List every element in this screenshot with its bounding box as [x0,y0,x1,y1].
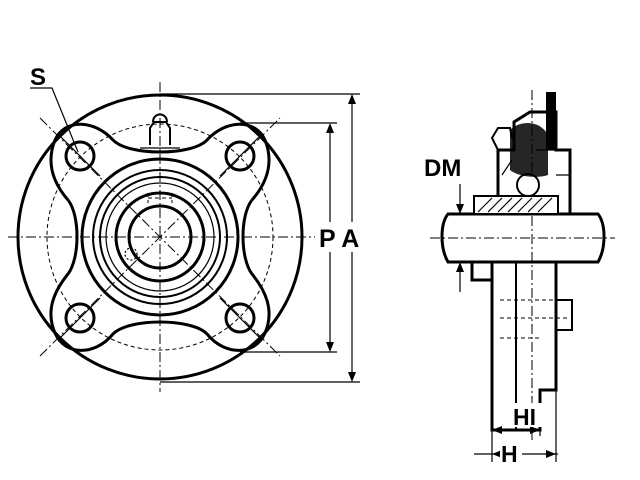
p-arrow-top [326,123,334,133]
bolt-hole-top-left [59,135,101,177]
grease-nipple-side-icon [490,127,513,176]
a-arrow-bottom [348,372,356,382]
side-view: DM HI H [424,90,615,467]
pa-label-backdrop [318,222,370,252]
h-label-backdrop [500,440,522,466]
pa-label: P A [319,225,359,253]
hi-label-backdrop [512,403,548,427]
bolt-hole-bottom-right [219,297,261,339]
h-label: H [501,441,518,467]
s-leader-line [30,87,79,153]
shaft-outline [440,212,606,264]
hi-arrow-right [530,426,540,434]
a-arrow-top [348,94,356,104]
hi-arrow-left [492,426,502,434]
dm-arrow-bottom [456,262,464,272]
dm-arrow-top [456,204,464,214]
s-label: S [30,64,46,91]
front-view: S P A [8,64,370,392]
diagonal-centerline-2 [39,117,281,357]
bearing-section [473,92,571,215]
bolt-hole-bottom-left [59,297,101,339]
housing-lobes-outline [49,122,271,352]
h-arrow-left [492,450,502,458]
bolt-hole-top-right [219,135,261,177]
housing-right-step [556,299,573,331]
set-screw-hidden-top [147,193,173,203]
dm-label: DM [424,155,461,182]
hi-label: HI [513,404,536,430]
h-arrow-right [546,450,556,458]
collar-block [470,262,492,282]
p-arrow-bottom [326,342,334,352]
set-screw-hole [124,247,138,261]
